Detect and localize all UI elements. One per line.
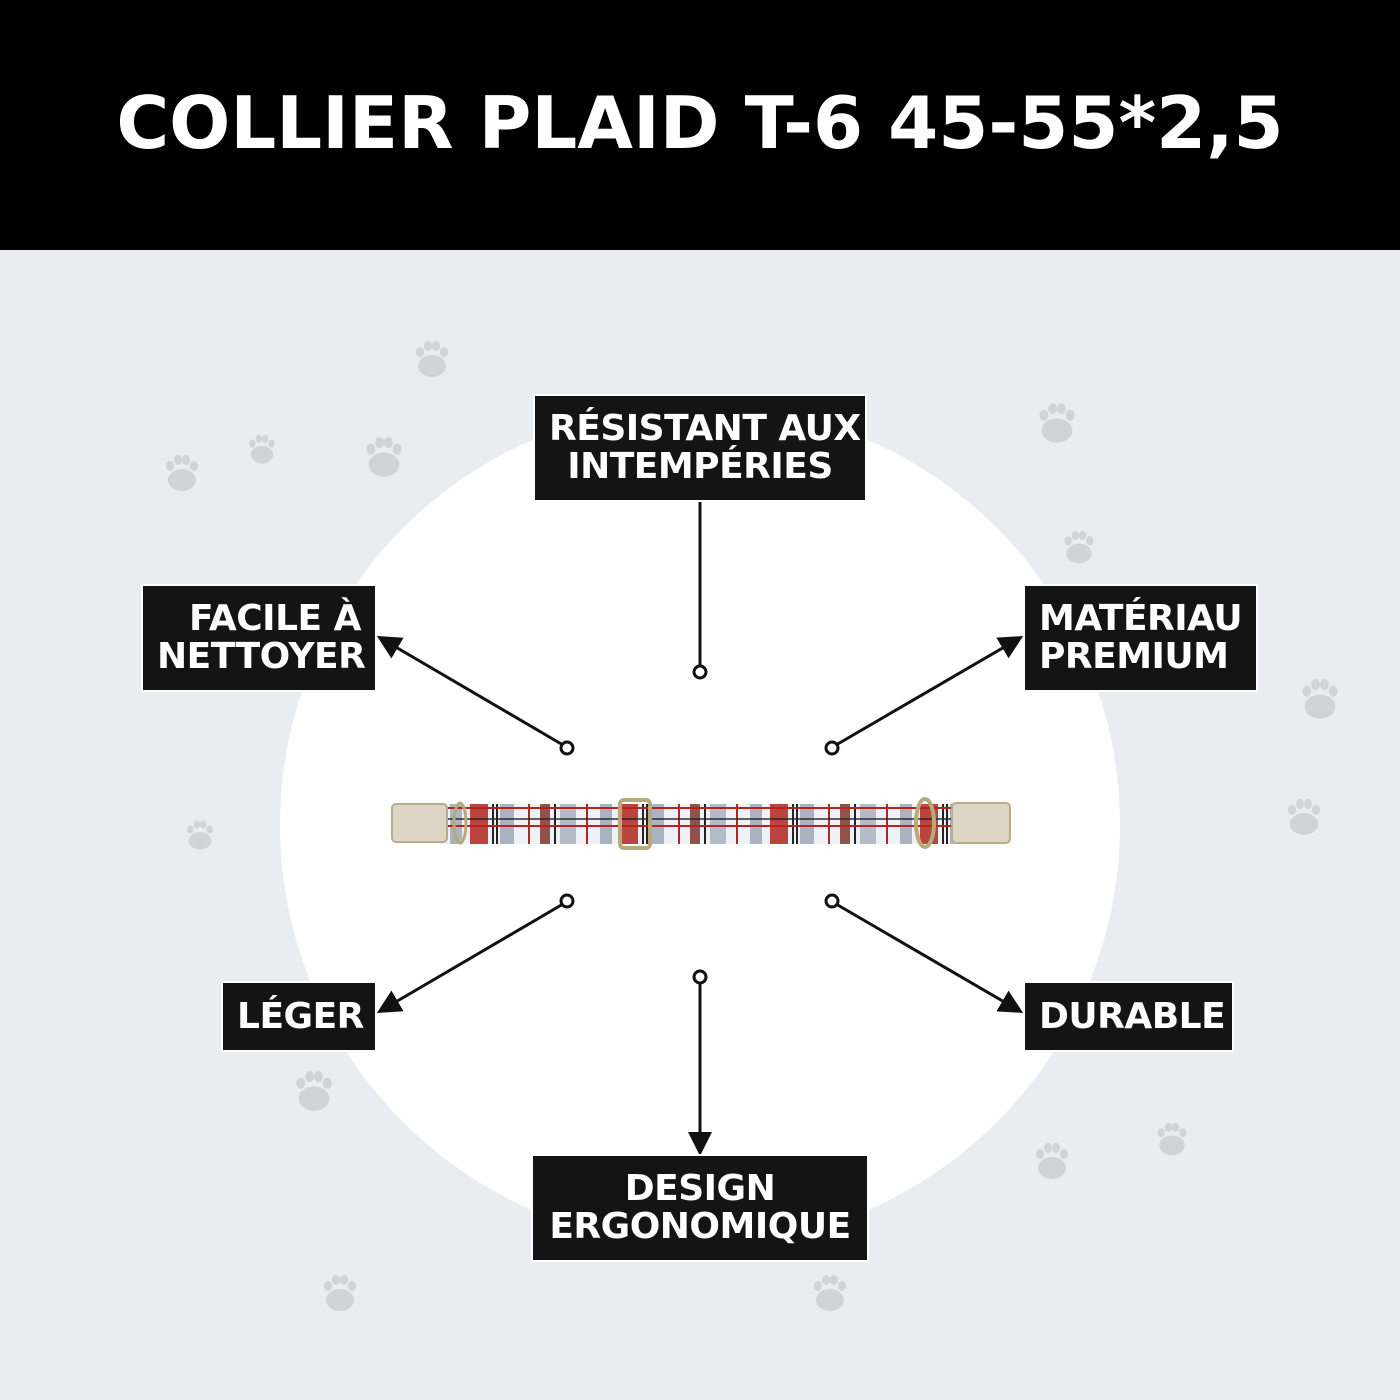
paw-icon [1288,799,1320,835]
feature-text: RÉSISTANT AUX [549,408,861,449]
paw-icon [366,437,402,477]
slide-adjuster [618,798,652,850]
feature-text: PREMIUM [1039,636,1229,677]
product-title: COLLIER PLAID T-6 45-55*2,5 [116,80,1284,165]
buckle-right [951,802,1011,844]
feature-text: ERGONOMIQUE [549,1206,851,1247]
paw-icon [1064,530,1094,564]
paw-icon [1157,1122,1187,1156]
feature-text: FACILE À [188,598,362,639]
feature-text: MATÉRIAU [1039,598,1243,639]
paw-icon [324,1275,356,1311]
paw-icon [1036,1143,1068,1179]
feature-text: LÉGER [237,995,364,1037]
paw-icon [249,434,275,464]
feature-text: NETTOYER [157,636,366,677]
feature-easy-clean: FACILE À NETTOYER [141,584,377,692]
feature-ergonomic-design: DESIGN ERGONOMIQUE [531,1154,869,1262]
paw-icon [166,455,198,491]
feature-text: INTEMPÉRIES [567,446,833,487]
feature-lightweight: LÉGER [221,981,377,1052]
feature-text: DURABLE [1039,995,1226,1037]
paw-icon [416,341,448,377]
paw-icon [814,1275,846,1311]
paw-icon [1039,403,1075,443]
feature-premium-material: MATÉRIAU PREMIUM [1023,584,1258,692]
paw-icon [296,1071,332,1111]
paw-icon [187,820,213,850]
feature-weather-resistant: RÉSISTANT AUX INTEMPÉRIES [533,394,867,502]
collar-image [391,797,1011,850]
paw-icon [1302,679,1338,719]
buckle-left [391,803,448,843]
header-bar: COLLIER PLAID T-6 45-55*2,5 [0,0,1400,250]
feature-durable: DURABLE [1023,981,1234,1052]
feature-text: DESIGN [624,1168,776,1209]
d-ring [914,797,936,849]
